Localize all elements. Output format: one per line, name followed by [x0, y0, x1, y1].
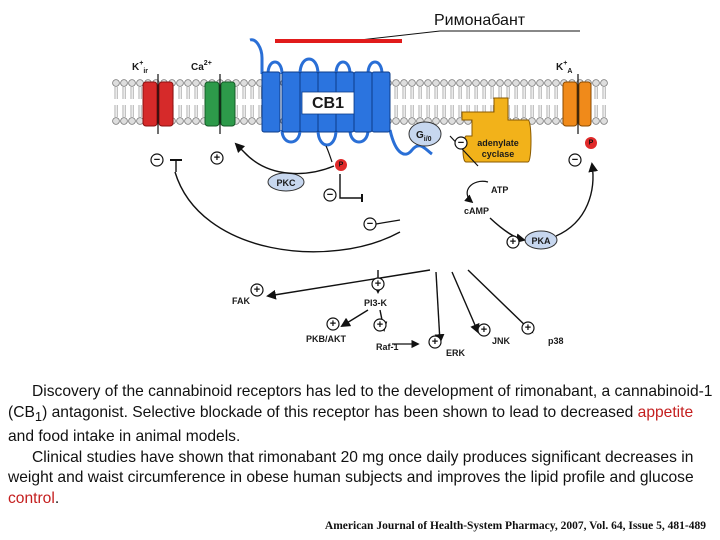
- minus-sign-text: −: [572, 154, 578, 166]
- caption-text: .: [54, 490, 60, 508]
- adenylate-cyclase-label-line2: cyclase: [482, 149, 515, 159]
- adenylate-cyclase: [461, 97, 532, 163]
- raf1-label: Raf-1: [376, 342, 399, 352]
- figure-caption: Discovery of the cannabinoid receptors h…: [8, 382, 714, 510]
- phos-link-line: [325, 145, 333, 163]
- caption-subscript: 1: [34, 408, 43, 424]
- caption-paragraph-1: Discovery of the cannabinoid receptors h…: [8, 382, 714, 448]
- fak-label: FAK: [232, 296, 251, 306]
- caption-paragraph-2: Clinical studies have shown that rimonab…: [8, 448, 714, 510]
- caption-text: Clinical studies have shown that rimonab…: [8, 448, 694, 487]
- plus-sign-text: +: [481, 324, 487, 336]
- erk-label: ERK: [446, 348, 466, 358]
- minus-sign-text: −: [458, 137, 464, 149]
- rimonabant-label: Римонабант: [434, 12, 526, 29]
- caption-text: ) antagonist. Selective blockade of this…: [42, 403, 638, 421]
- camp-to-pka-arrow: [489, 217, 526, 244]
- minus-sign-text: −: [154, 154, 160, 166]
- plus-sign-marker: [477, 323, 491, 337]
- kir-channel: [142, 74, 174, 134]
- pi3k-label: PI3-K: [364, 298, 388, 308]
- plus-sign-text: +: [525, 322, 531, 334]
- caption-highlight-appetite: appetite: [637, 403, 694, 421]
- caption-highlight-control: control: [8, 490, 55, 508]
- kir-label: K+ir: [132, 60, 148, 75]
- minus-sign-marker: [323, 188, 337, 202]
- pka-to-ka-arrow: [555, 162, 599, 237]
- gi0-label: Gi/0: [416, 130, 432, 143]
- plus-sign-marker: [250, 283, 264, 297]
- pkc-label: PKC: [276, 178, 296, 188]
- camp-label: cAMP: [464, 206, 489, 216]
- cb1-intracellular-loops: [280, 129, 433, 156]
- arrow-to-jnk: [451, 271, 480, 334]
- to-kir-inhibition-line: [174, 171, 401, 253]
- plus-sign-marker: [506, 235, 520, 249]
- minus-sign-marker: [363, 217, 377, 231]
- plus-sign-text: +: [254, 284, 260, 296]
- arrow-to-fak: [266, 269, 431, 300]
- minus-sign-marker: [454, 136, 468, 150]
- minus-sign-text: −: [327, 189, 333, 201]
- plus-sign-marker: [373, 318, 387, 332]
- minus-sign-text: −: [367, 218, 373, 230]
- arrow-to-p38: [467, 269, 534, 334]
- phosphate-marker: [335, 159, 347, 171]
- to-ca-channel-arrow: [234, 142, 335, 175]
- cb1-n-terminus: [249, 38, 264, 74]
- cb1-label-box: [301, 91, 355, 115]
- phosphate-label: P: [589, 140, 594, 147]
- plus-sign-marker: [326, 317, 340, 331]
- cb1-signaling-diagram: Римонабант K+ir Ca2+ CB1 Gi/0 adenylate …: [112, 12, 608, 358]
- jnk-label: JNK: [492, 336, 511, 346]
- minus-sign-marker: [150, 153, 164, 167]
- rimonabant-leader-line: [359, 30, 441, 41]
- phosphate-label: P: [339, 162, 344, 169]
- ka-channel: [562, 74, 592, 134]
- cb1-label: CB1: [312, 95, 344, 112]
- caption-text: and food intake in animal models.: [8, 428, 241, 446]
- plus-sign-text: +: [510, 236, 516, 248]
- plus-sign-marker: [210, 151, 224, 165]
- ca-label: Ca2+: [191, 60, 212, 73]
- plus-sign-marker: [521, 321, 535, 335]
- citation: American Journal of Health-System Pharma…: [324, 520, 706, 532]
- pkc-inhibition-line: [339, 174, 362, 199]
- p38-label: p38: [548, 336, 564, 346]
- plus-sign-text: +: [432, 336, 438, 348]
- caption-text: Discovery of the cannabinoid receptors h…: [8, 383, 713, 421]
- gi0-protein: [408, 121, 442, 147]
- gi0-to-ac-line: [449, 135, 479, 167]
- cb1-extracellular-loops: [266, 57, 384, 75]
- phosphate-marker: [585, 137, 597, 149]
- plus-sign-text: +: [377, 319, 383, 331]
- plus-sign-marker: [371, 277, 385, 291]
- plus-sign-text: +: [330, 318, 336, 330]
- pkb-akt-label: PKB/AKT: [306, 334, 347, 344]
- sign-markers: − + − − − − + + + + + + + +: [150, 136, 582, 349]
- atp-label: ATP: [491, 185, 508, 195]
- arrow-to-pkb: [340, 309, 369, 328]
- adenylate-cyclase-label-line1: adenylate: [477, 138, 519, 148]
- arrow-to-erk: [434, 271, 445, 344]
- ka-label: K+A: [556, 60, 572, 75]
- minus-sign-marker: [568, 153, 582, 167]
- plus-sign-text: +: [375, 278, 381, 290]
- pka-label: PKA: [531, 236, 551, 246]
- plus-sign-marker: [428, 335, 442, 349]
- atp-to-camp-arrow: [464, 180, 489, 204]
- minus-link-line: [375, 219, 401, 225]
- plus-sign-text: +: [214, 152, 220, 164]
- ca-channel: [204, 74, 236, 134]
